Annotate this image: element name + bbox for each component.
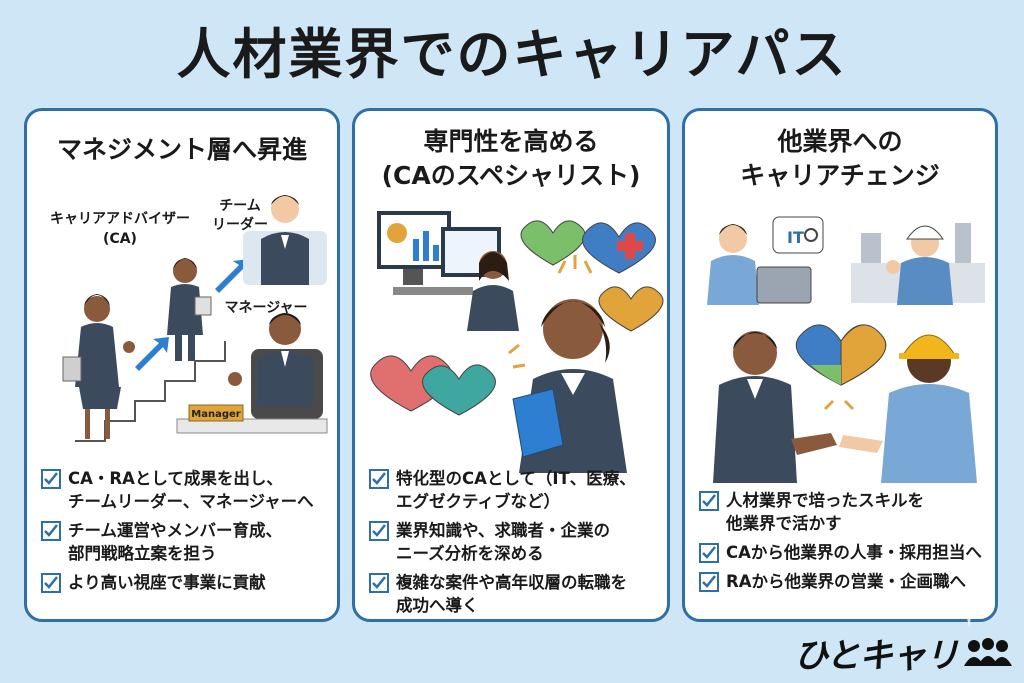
brand-logo: ひとキャリ <box>794 628 1014 677</box>
check-icon <box>699 572 719 592</box>
manager-person-illustration: Manager <box>176 313 328 434</box>
team-leader-person-illustration <box>167 258 212 361</box>
sparkle-icon <box>958 605 980 627</box>
page-title: 人材業界でのキャリアパス <box>176 23 848 86</box>
label-ca: キャリアアドバイザー (CA) <box>50 211 190 247</box>
card-management: マネジメント層へ昇進 <box>24 108 340 622</box>
sparkle-icon <box>823 399 855 411</box>
bullet-item: より高い視座で事業に貢献 <box>41 571 329 594</box>
factory-worker-illustration <box>851 223 985 305</box>
heart-puzzle-icon <box>795 324 887 386</box>
check-icon <box>699 491 719 511</box>
helmet-worker-illustration <box>881 334 977 483</box>
illustration-management: Manager <box>62 195 328 442</box>
label-manager: マネージャー <box>224 300 308 316</box>
analyst-person-illustration <box>467 251 519 331</box>
card-title-career-change: 他業界への キャリアチェンジ <box>740 127 940 190</box>
bullet-item: チーム運営やメンバー育成、 部門戦略立案を担う <box>41 519 329 565</box>
bullet-item: RAから他業界の営業・企画職へ <box>699 570 987 593</box>
bullet-item: 特化型のCAとして（IT、医療、 エグゼクティブなど） <box>369 467 659 513</box>
bullet-item: CA・RAとして成果を出し、 チームリーダー、マネージャーへ <box>41 467 329 513</box>
specialist-person-illustration <box>512 299 627 473</box>
heart-puzzle-icon <box>370 220 664 416</box>
check-icon <box>369 573 389 593</box>
manager-sign: Manager <box>191 409 241 420</box>
bullet-item: 業界知識や、求職者・企業の ニーズ分析を深める <box>369 519 659 565</box>
handshake-illustration <box>791 433 883 455</box>
logo-text: ひとキャリ <box>794 636 959 676</box>
check-icon <box>369 521 389 541</box>
bullet-item: 複雑な案件や高年収層の転職を 成功へ導く <box>369 571 659 617</box>
illustration-career-change: IT <box>707 216 985 483</box>
ca-person-illustration <box>62 294 135 439</box>
check-icon <box>41 469 61 489</box>
check-icon <box>369 469 389 489</box>
check-icon <box>41 573 61 593</box>
bullet-list-management: CA・RAとして成果を出し、 チームリーダー、マネージャーへ チーム運営やメンバ… <box>41 467 329 600</box>
card-career-change: 他業界への キャリアチェンジ IT <box>682 108 998 622</box>
illustration-specialist <box>370 211 664 473</box>
it-label: IT <box>787 228 804 247</box>
bullet-list-specialist: 特化型のCAとして（IT、医療、 エグゼクティブなど） 業界知識や、求職者・企業… <box>369 467 659 619</box>
label-team-leader: チーム リーダー <box>212 198 268 233</box>
businessman-illustration <box>713 331 797 483</box>
check-icon <box>41 521 61 541</box>
it-worker-illustration: IT <box>707 216 824 305</box>
card-specialist: 専門性を高める (CAのスペシャリスト) <box>352 108 670 622</box>
sparkle-icon <box>508 255 593 369</box>
leader-man-illustration <box>243 195 327 285</box>
monitor-illustration <box>377 211 501 295</box>
bullet-item: CAから他業界の人事・採用担当へ <box>699 541 987 564</box>
people-icon <box>964 637 1012 666</box>
arrow-up-icon <box>135 259 249 371</box>
check-icon <box>699 543 719 563</box>
card-title-specialist: 専門性を高める (CAのスペシャリスト) <box>381 127 641 190</box>
bullet-item: 人材業界で培ったスキルを 他業界で活かす <box>699 489 987 535</box>
card-title-management: マネジメント層へ昇進 <box>56 135 307 164</box>
bullet-list-career-change: 人材業界で培ったスキルを 他業界で活かす CAから他業界の人事・採用担当へ RA… <box>699 489 987 599</box>
